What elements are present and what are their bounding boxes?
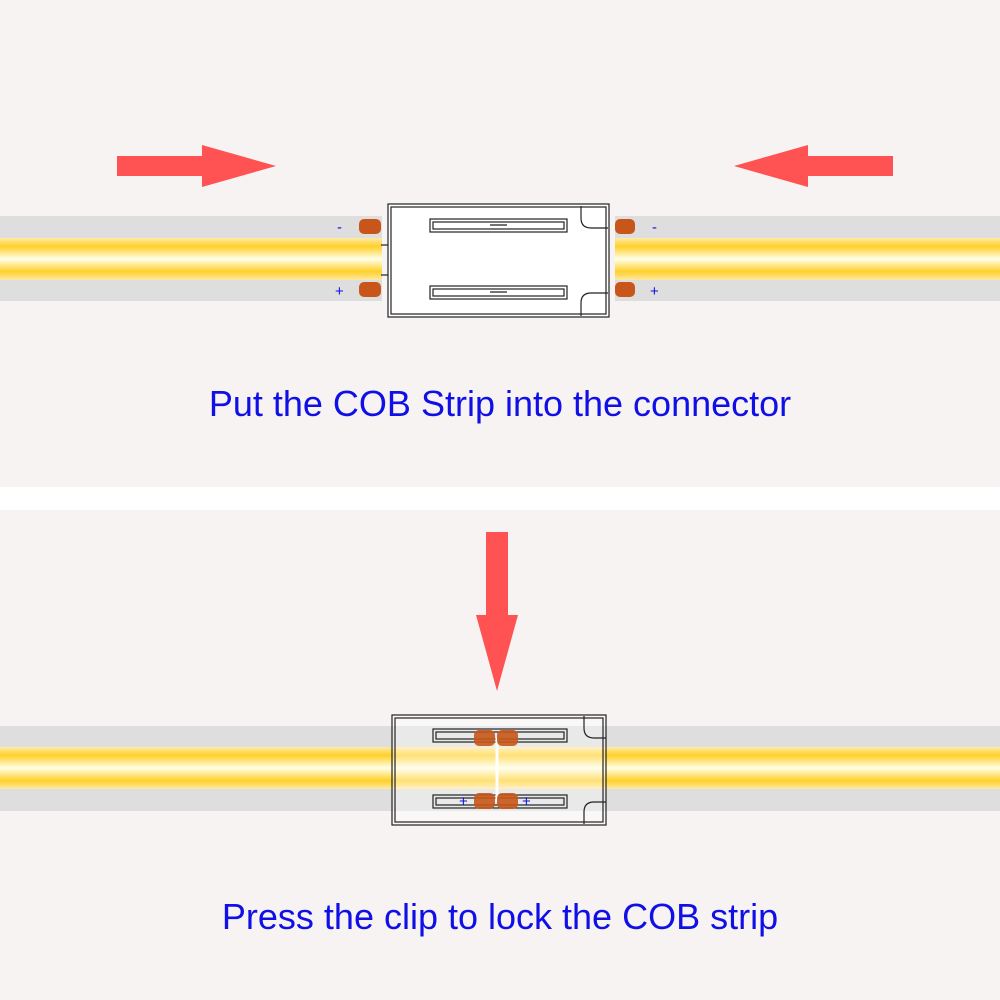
right-negative-label: - bbox=[652, 219, 657, 236]
left-top-copper-pad bbox=[359, 219, 381, 234]
locked-left-positive-label: + bbox=[459, 793, 468, 810]
right-cob-strip bbox=[615, 216, 1000, 301]
left-positive-label: + bbox=[335, 283, 344, 300]
locked-top-right-pad bbox=[497, 730, 518, 746]
left-arrow-icon bbox=[734, 145, 893, 187]
locked-top-left-pad bbox=[474, 730, 495, 746]
locked-right-positive-label: + bbox=[522, 793, 531, 810]
left-bottom-copper-pad bbox=[359, 282, 381, 297]
down-arrow-icon bbox=[476, 532, 518, 691]
left-cob-strip bbox=[0, 216, 382, 301]
right-positive-label: + bbox=[650, 283, 659, 300]
locked-bottom-left-pad bbox=[474, 793, 495, 809]
strip-connector bbox=[381, 203, 610, 318]
left-negative-label: - bbox=[337, 219, 342, 236]
step-1-caption: Put the COB Strip into the connector bbox=[208, 383, 792, 424]
right-bottom-copper-pad bbox=[615, 282, 635, 297]
step-2-caption: Press the clip to lock the COB strip bbox=[221, 896, 779, 937]
right-arrow-icon bbox=[117, 145, 276, 187]
right-top-copper-pad bbox=[615, 219, 635, 234]
locked-bottom-right-pad bbox=[497, 793, 518, 809]
